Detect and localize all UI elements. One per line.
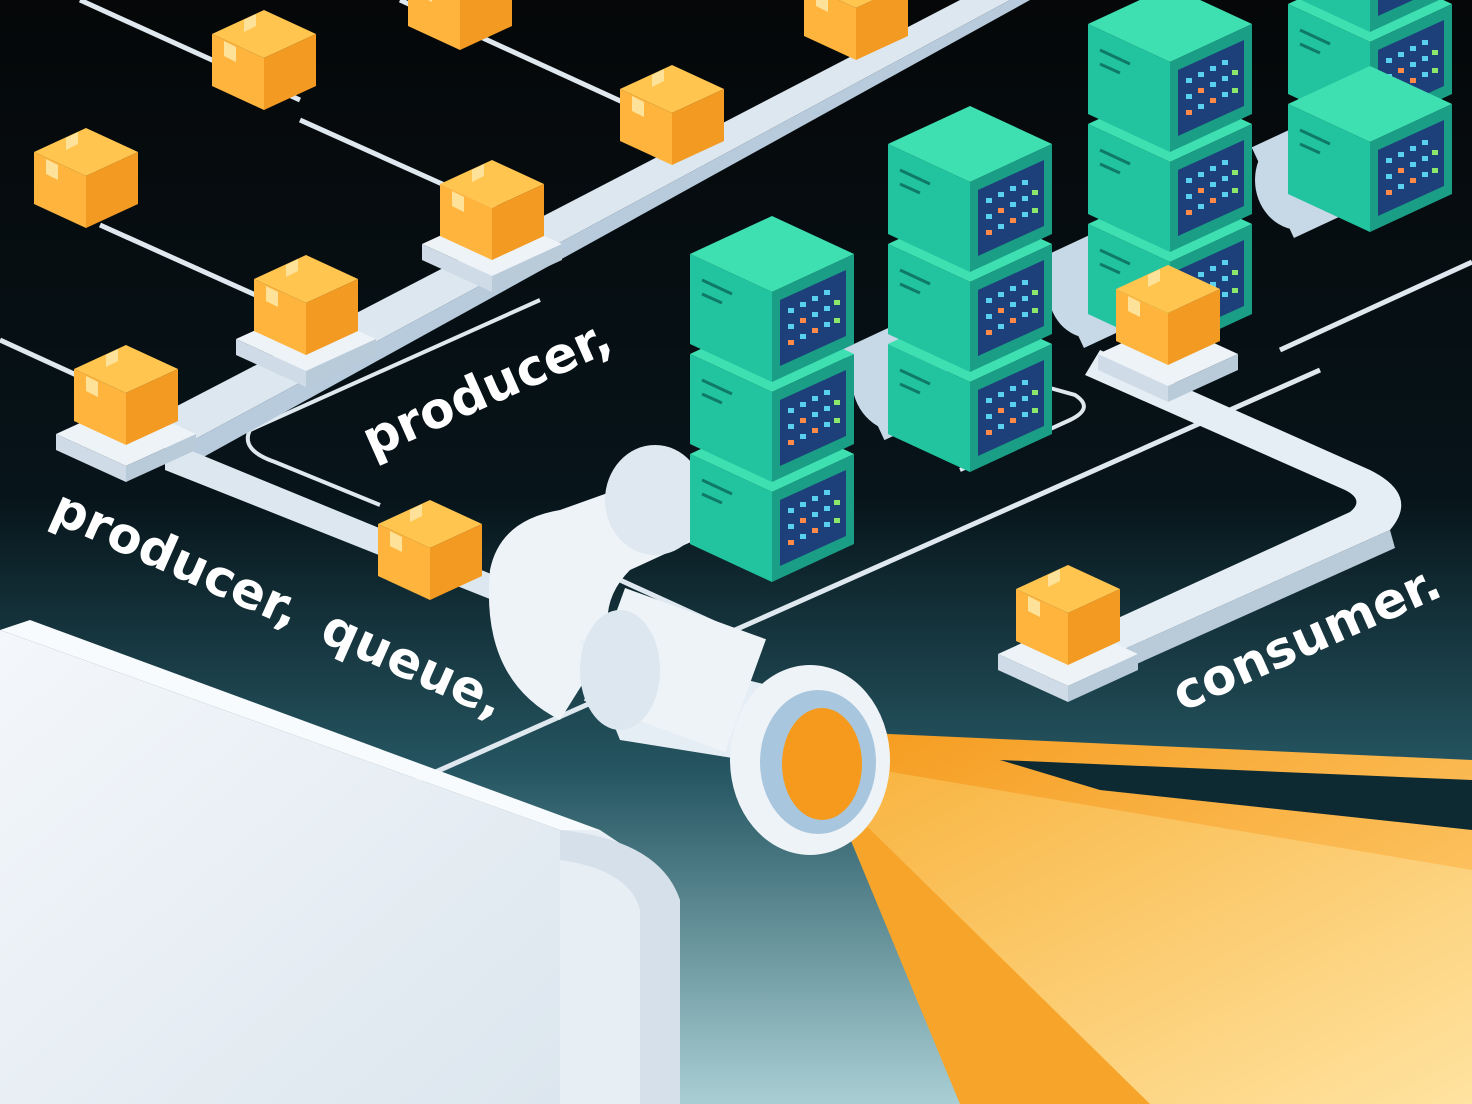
network-loop	[245, 298, 1086, 507]
output-stream	[800, 730, 1472, 1104]
pipe-outlet-nozzle	[730, 665, 890, 855]
foreground-slab	[0, 620, 680, 1104]
